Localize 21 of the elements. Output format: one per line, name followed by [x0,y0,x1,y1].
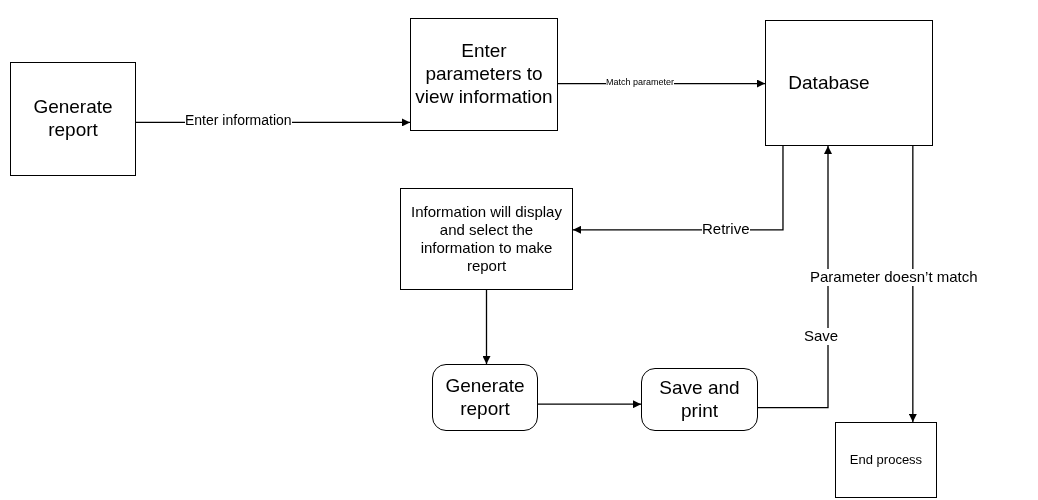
node-text: Information will display and select the information to make report [410,202,563,276]
node-text: Database [787,70,871,95]
arrow [537,400,642,409]
rounded-process-box [432,364,538,431]
edge-label: Save [804,328,839,345]
node-text: Save and print [658,375,741,423]
edge-label: Match parameter [606,78,675,88]
node-text: Generate report [32,95,114,142]
arrow [482,289,491,365]
process-box [400,188,573,290]
rounded-process-box [641,368,758,431]
node-text: End process [848,451,924,470]
process-box [10,62,136,176]
edge-label: Parameter doesn’t match [810,269,978,286]
process-box [835,422,937,498]
arrow [757,145,832,409]
process-box [765,20,933,146]
node-text: Generate report [444,373,526,421]
node-text: Enter parameters to view information [414,39,554,109]
arrow [908,145,917,423]
process-box [410,18,558,131]
